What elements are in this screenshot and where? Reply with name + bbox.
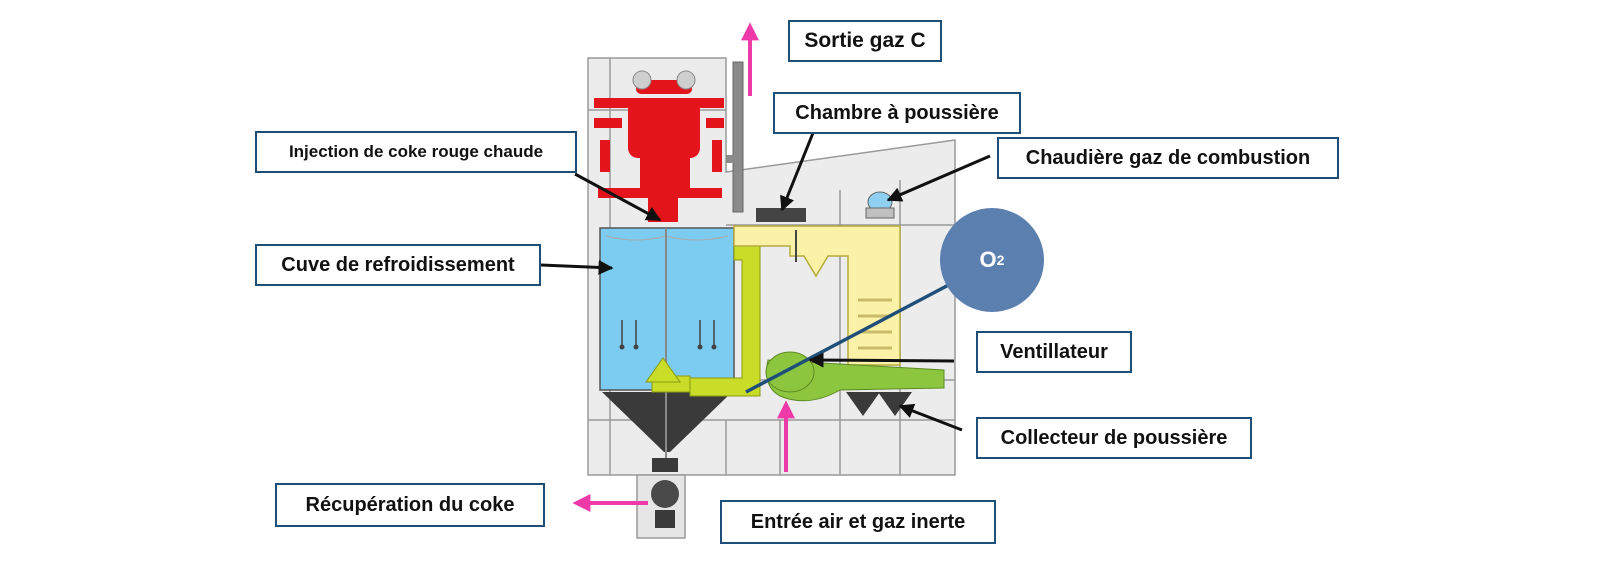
arrow-collecteur bbox=[898, 403, 963, 432]
coke-charging-unit bbox=[594, 70, 724, 222]
label-entree-air: Entrée air et gaz inerte bbox=[720, 500, 996, 544]
label-collecteur: Collecteur de poussière bbox=[976, 417, 1252, 459]
arrow-injection bbox=[574, 172, 662, 222]
gas-recirculation-duct bbox=[645, 244, 761, 397]
label-chaudiere: Chaudière gaz de combustion bbox=[997, 137, 1339, 179]
arrow-chambre bbox=[780, 127, 817, 212]
boiler-section bbox=[733, 191, 901, 366]
label-ventillateur: Ventillateur bbox=[976, 331, 1132, 373]
arrow-chaudiere bbox=[886, 154, 991, 202]
cooling-tank-body bbox=[599, 227, 735, 528]
exhaust-stack bbox=[726, 61, 744, 213]
o2-subscript: 2 bbox=[996, 252, 1005, 268]
flow-arrows bbox=[572, 22, 795, 512]
label-sortie-gaz: Sortie gaz C bbox=[788, 20, 942, 62]
arrow-cuve bbox=[540, 259, 614, 275]
label-recuperation: Récupération du coke bbox=[275, 483, 545, 527]
dust-collector-hoppers bbox=[846, 392, 912, 416]
label-injection-coke: Injection de coke rouge chaude bbox=[255, 131, 577, 173]
arrow-ventillateur bbox=[808, 352, 955, 368]
o2-symbol: O bbox=[979, 247, 997, 272]
label-cuve: Cuve de refroidissement bbox=[255, 244, 541, 286]
callout-arrows bbox=[540, 127, 991, 432]
label-chambre-poussiere: Chambre à poussière bbox=[773, 92, 1021, 134]
o2-injection-line bbox=[745, 278, 959, 394]
